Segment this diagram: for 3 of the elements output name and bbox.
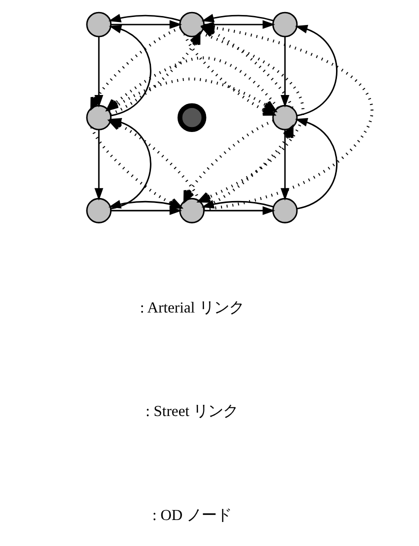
- legend-label: : Arterial リンク: [140, 300, 244, 317]
- legend-label: : OD ノード: [152, 506, 232, 524]
- legend-label: : Street リンク: [146, 403, 238, 420]
